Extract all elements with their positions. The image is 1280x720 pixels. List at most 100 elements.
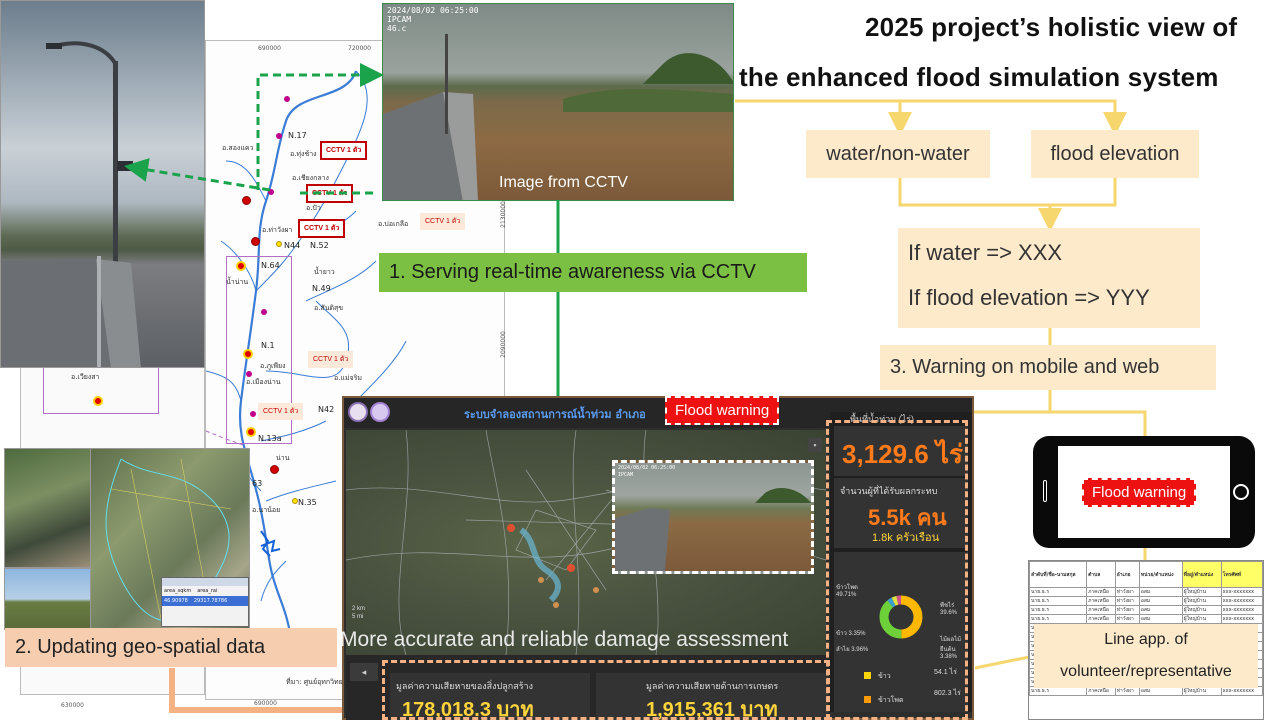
station-marker [242,196,251,205]
phone-speaker [1043,480,1047,502]
table-cell: xxx-xxxxxxx [1220,614,1264,624]
gauge-marker-yellow [292,498,298,504]
legend-rice: ข้าว [878,673,891,680]
slide-title-line2: the enhanced flood simulation system [739,62,1219,92]
table-cell: ผู้ใหญ่บ้าน [1181,587,1222,597]
gis-table-row: 46.90978 29317.78786 [162,596,248,606]
crop-pie-card: ข้าวโพด 49.71% ข้าว 3.35% ลำไย 3.96% พืช… [834,552,968,712]
map-tick-top-2: 720000 [348,45,371,52]
map-tool-button[interactable]: ▪ [808,438,822,452]
table-header-cell: ลำดับที่/ชื่อ-นามสกุล [1028,561,1088,588]
street-pole-photo [0,0,205,368]
phone-home-button [1233,484,1249,500]
cctv-label: CCTV 1 ตัว [420,213,466,230]
affected-label: จำนวนผู้ที่ได้รับผลกระทบ [840,486,938,496]
place-label: อ.ปัว [306,204,321,212]
gis-val-sqkm: 46.90978 [164,598,188,604]
pie-label-rice: ข้าว 3.35% [836,631,866,637]
station-label: N.13a [258,434,282,443]
table-cell: อสม [1138,587,1183,597]
place-label: อ.สันติสุข [314,304,344,312]
table-cell: อสม [1138,596,1183,606]
slide-title-line1: 2025 project’s holistic view of [865,12,1238,42]
cctv-scene [383,34,733,200]
affected-people-card: จำนวนผู้ที่ได้รับผลกระทบ 5.5k คน 1.8k คร… [834,478,968,548]
gauge-marker [284,96,290,102]
map-source-note: ที่มา: ศูนย์อุทกวิทยา [286,678,347,686]
table-cell: นาย.ธ.ร [1028,587,1088,597]
table-cell: ผู้ใหญ่บ้าน [1181,596,1222,606]
map-tick-top-1: 690000 [258,45,281,52]
gauge-marker [276,133,282,139]
place-label: อ.นาน้อย [252,506,281,514]
table-cell: xxx-xxxxxxx [1220,587,1264,597]
gauge-marker [261,309,267,315]
place-label: น่าน [276,454,290,462]
collapse-arrow-icon[interactable]: ◂ [350,663,378,681]
line-app-label: Line app. of volunteer/representative [1034,624,1258,688]
table-cell: ภาคเหนือ [1086,596,1116,606]
flood-zone-rectangle [226,256,292,444]
table-cell: ท่าวังผา [1114,614,1140,624]
gis-col-area-sqkm: area_sqkm [164,588,192,594]
map-scale-km: 2 km [352,606,366,612]
pie-label-longan: ลำไย 3.96% [836,647,869,653]
dashboard-cctv-feed[interactable]: 2024/08/02 06:25:00 IPCAM [612,460,814,574]
station-label: N.35 [298,498,317,507]
station-label: N.17 [288,131,307,140]
legend-corn-value: 802.3 ไร่ [934,690,961,697]
station-marker [270,465,279,474]
table-cell: นาย.ธ.ร [1028,614,1088,624]
place-label: อ.แม่จริม [334,374,363,382]
logo-icon [348,402,368,422]
station-label: N44 [284,241,301,250]
line-app-label-line1: Line app. of [1104,631,1188,648]
legend-swatch-rice [864,672,871,679]
table-cell: ผู้ใหญ่บ้าน [1181,605,1222,615]
gauge-marker-yellow [276,241,282,247]
legend-rice-value: 54.1 ไร่ [934,669,957,676]
table-header-cell: ที่อยู่/ตำแหน่ง [1181,561,1222,588]
gis-table-titlebar [162,578,248,586]
flood-area-card: 3,129.6 ไร่ [834,426,968,476]
line-app-label-line2: volunteer/representative [1060,663,1232,680]
logo-icon [370,402,390,422]
gis-col-area-rai: area_rai [197,588,218,594]
cctv-label: CCTV 1 ตัว [298,219,346,238]
station-marker [243,349,253,359]
agriculture-damage-label: มูลค่าความเสียหายด้านการเกษตร [646,681,779,691]
table-header-cell: อำเภอ [1114,561,1140,588]
table-cell: xxx-xxxxxxx [1220,605,1264,615]
station-marker [93,396,103,406]
affected-value: 5.5k คน [868,505,947,530]
table-cell: ภาคเหนือ [1086,605,1116,615]
building-damage-value: 178,018.3 บาท [402,699,534,720]
rule-water: If water => XXX [908,240,1063,265]
gauge-marker [268,189,274,195]
step1-label: 1. Serving real-time awareness via CCTV [379,253,807,292]
station-label: N.64 [261,261,280,270]
gis-table-header: area_sqkm area_rai [162,586,248,596]
pie-label-corn: ข้าวโพด 49.71% [836,585,858,598]
table-cell: อสม [1138,614,1183,624]
station-label: N.49 [312,284,331,293]
place-label: อ.เชียงกลาง [292,174,329,182]
station-marker [246,427,256,437]
flood-area-value: 3,129.6 ไร่ [842,439,964,469]
place-label: อ.บ่อเกลือ [378,220,409,228]
station-label: N42 [318,405,335,414]
place-label: น้ำยาว [314,268,335,276]
place-label: อ.เมืองน่าน [246,378,281,386]
cctv-label: CCTV 1 ตัว [320,141,368,160]
flood-elevation-box: flood elevation [1031,130,1199,178]
table-header-cell: หน่วย/ตำแหน่ง [1138,561,1183,588]
building-damage-label: มูลค่าความเสียหายของสิ่งปลูกสร้าง [396,681,533,691]
pie-label-field-crops: พืชไร่ 39.6% [940,603,958,616]
gauge-marker [250,411,256,417]
station-label: N.52 [310,241,329,250]
table-cell: xxx-xxxxxxx [1220,596,1264,606]
